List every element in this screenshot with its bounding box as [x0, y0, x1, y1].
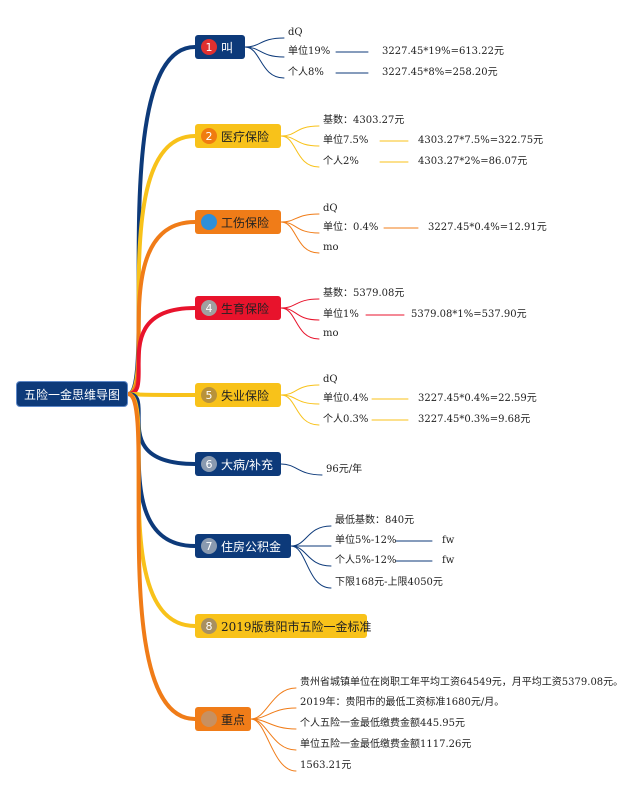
number-badge-icon: 8	[201, 618, 217, 634]
child-item: 单位：0.4%	[323, 222, 379, 233]
child-connector	[250, 718, 297, 772]
child-item: 个人五险一金最低缴费金额445.95元	[300, 718, 465, 729]
root-label: 五险一金思维导图	[23, 387, 120, 402]
calculation-text: 4303.27*2%=86.07元	[418, 156, 528, 167]
branch-node-b3[interactable]: 工伤保险	[195, 210, 281, 234]
child-connector	[280, 221, 320, 254]
child-connector	[280, 125, 320, 137]
child-item: 单位1%	[323, 309, 359, 320]
child-item: 单位5%-12%	[335, 535, 397, 546]
branch-label: 重点	[221, 712, 246, 727]
child-connector	[280, 307, 320, 340]
child-item: 个人0.3%	[323, 414, 369, 425]
connector-b4	[126, 306, 197, 396]
child-connector	[244, 46, 285, 79]
branch-label: 住房公积金	[221, 539, 282, 554]
child-connector	[250, 707, 297, 720]
calculation-text: 3227.45*19%=613.22元	[382, 46, 504, 57]
child-item: 1563.21元	[300, 760, 352, 771]
child-item: 最低基数：840元	[335, 515, 415, 526]
child-item: 单位五险一金最低缴费金额1117.26元	[300, 739, 472, 750]
child-connector	[250, 718, 297, 751]
branch-label: 叫	[221, 40, 234, 55]
branch-node-b4[interactable]: 4 生育保险	[195, 296, 281, 320]
calculation-text: fw	[442, 535, 455, 546]
calculation-text: 3227.45*0.4%=12.91元	[428, 222, 547, 233]
calculation-text: 3227.45*0.3%=9.68元	[418, 414, 531, 425]
branch-label: 失业保险	[221, 388, 270, 403]
child-connector	[280, 394, 320, 426]
connector-b9	[126, 392, 197, 721]
child-item: 单位7.5%	[323, 135, 369, 146]
child-connector	[280, 213, 320, 223]
root-node[interactable]: 五险一金思维导图	[16, 381, 128, 407]
child-item: 个人5%-12%	[335, 555, 397, 566]
child-item: 下限168元-上限4050元	[335, 577, 443, 588]
calculation-text: fw	[442, 555, 455, 566]
branch-label: 工伤保险	[221, 215, 270, 230]
child-item: 个人2%	[323, 156, 359, 167]
number-badge-icon: 4	[201, 300, 217, 316]
child-item: 基数：4303.27元	[323, 115, 405, 126]
number-badge-icon	[201, 214, 217, 230]
branch-node-b9[interactable]: 重点	[195, 707, 251, 731]
child-connector	[290, 545, 332, 589]
child-item: 单位19%	[288, 46, 331, 57]
child-connector	[280, 298, 320, 309]
branch-node-b2[interactable]: 2 医疗保险	[195, 124, 281, 148]
calculation-text: 3227.45*0.4%=22.59元	[418, 393, 537, 404]
calculation-text: 3227.45*8%=258.20元	[382, 67, 498, 78]
branch-label: 生育保险	[221, 301, 270, 316]
child-item: dQ	[288, 27, 303, 38]
branch-node-b8[interactable]: 8 2019版贵阳市五险一金标准	[195, 614, 372, 638]
number-badge-icon	[201, 711, 217, 727]
child-connector	[280, 135, 320, 168]
number-badge-icon: 5	[201, 387, 217, 403]
child-item: 个人8%	[288, 67, 324, 78]
child-item: 基数：5379.08元	[323, 288, 405, 299]
child-item: dQ	[323, 203, 338, 214]
connector-b5	[126, 392, 197, 397]
child-connector	[280, 463, 323, 476]
calculation-text: 4303.27*7.5%=322.75元	[418, 135, 544, 146]
branch-label: 大病/补充	[221, 457, 274, 472]
number-badge-icon: 6	[201, 456, 217, 472]
number-badge-icon: 2	[201, 128, 217, 144]
branch-node-b5[interactable]: 5 失业保险	[195, 383, 281, 407]
child-item: dQ	[323, 374, 338, 385]
child-item: mo	[323, 328, 339, 339]
child-item: mo	[323, 242, 339, 253]
child-item: 96元/年	[326, 464, 363, 475]
number-badge-icon: 7	[201, 538, 217, 554]
child-item: 单位0.4%	[323, 393, 369, 404]
child-item: 2019年：贵阳市的最低工资标准1680元/月。	[300, 697, 505, 708]
child-connector	[244, 37, 285, 48]
branch-label: 2019版贵阳市五险一金标准	[221, 619, 372, 634]
branch-label: 医疗保险	[221, 129, 270, 144]
child-connector	[290, 525, 332, 547]
calculation-text: 5379.08*1%=537.90元	[411, 309, 527, 320]
number-badge-icon: 1	[201, 39, 217, 55]
child-connector	[250, 687, 297, 720]
child-item: 贵州省城镇单位在岗职工年平均工资64549元，月平均工资5379.08元。	[300, 677, 624, 688]
child-connector	[280, 384, 320, 396]
branch-node-b7[interactable]: 7 住房公积金	[195, 534, 291, 558]
branch-node-b6[interactable]: 6 大病/补充	[195, 452, 281, 476]
